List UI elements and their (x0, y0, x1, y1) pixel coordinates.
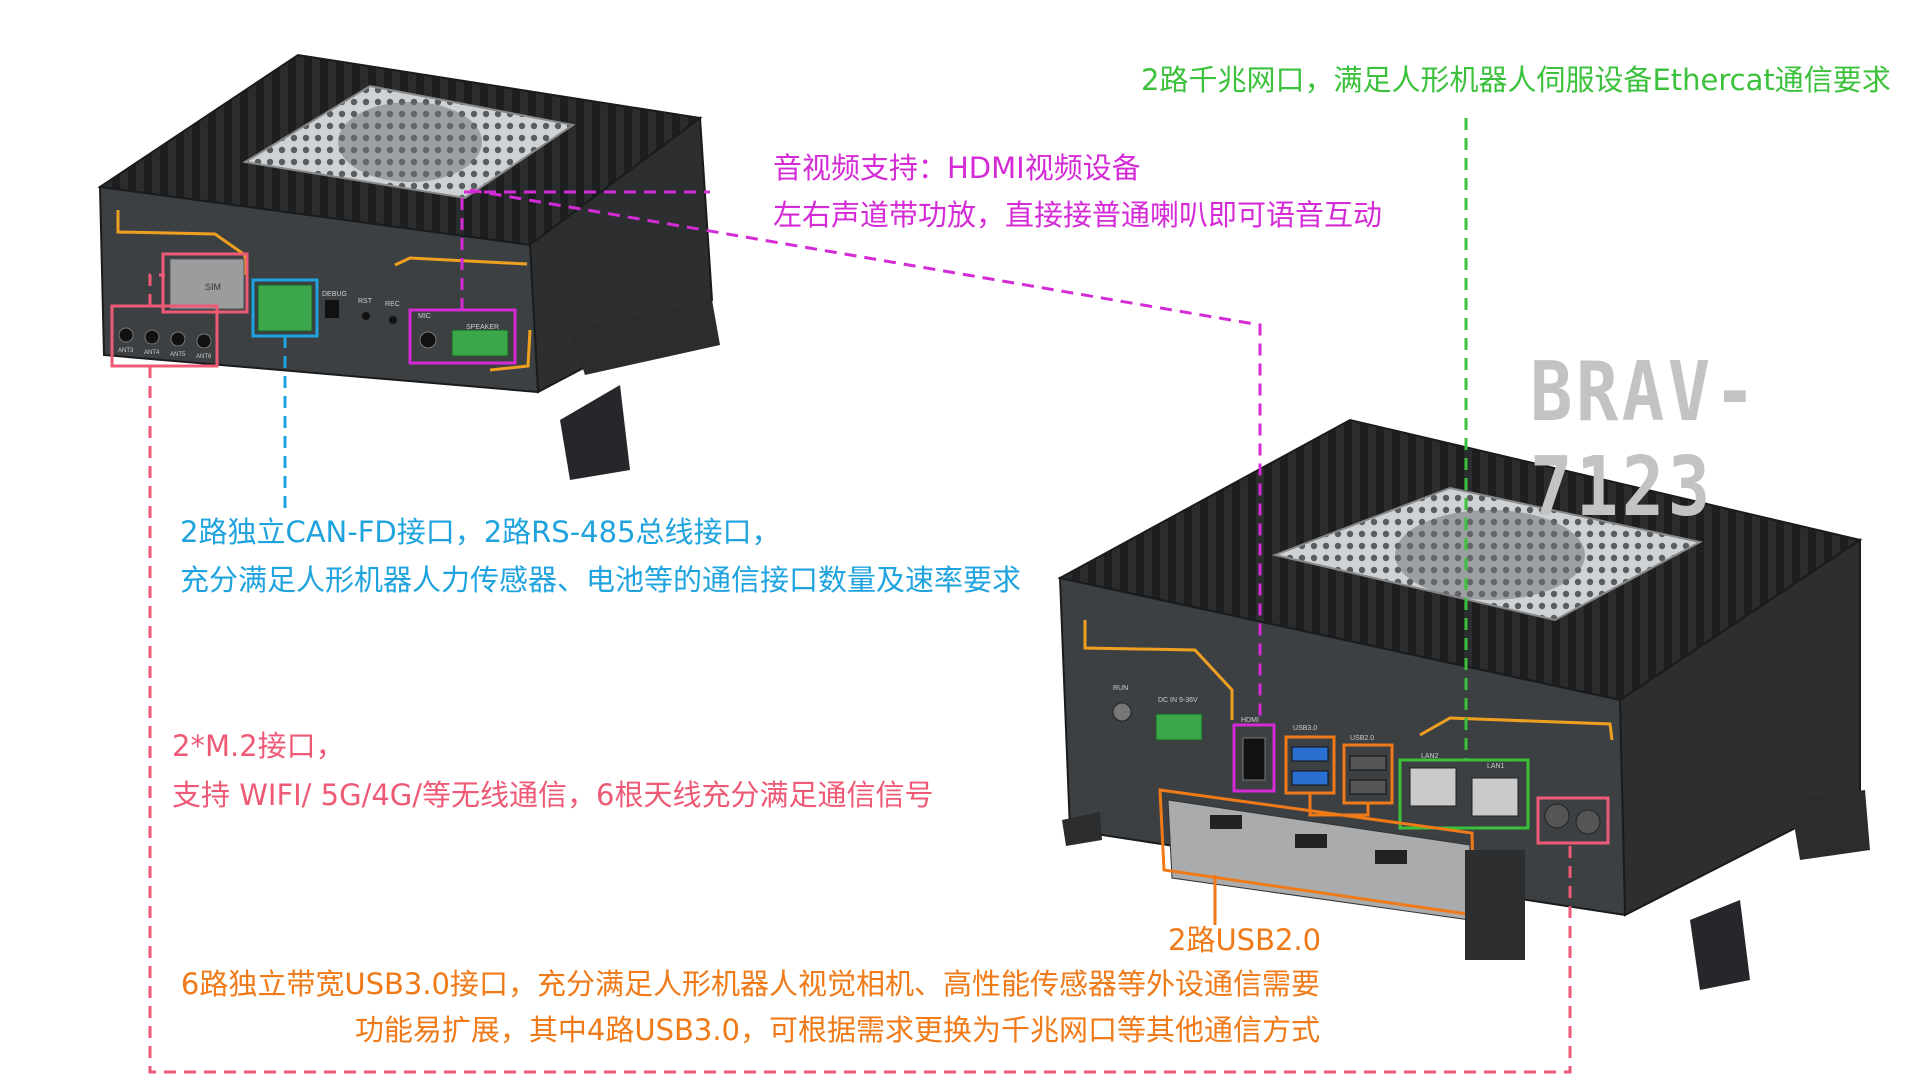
highlight-sim (161, 252, 249, 314)
hdmi-port (1242, 737, 1266, 781)
mic-jack (419, 331, 437, 349)
device-top-left: SIM DEBUG RST REC MIC SPEAKER ANT3 ANT4 … (97, 53, 720, 480)
usb2-annotation: 2路USB2.0 (1168, 923, 1322, 957)
dc-in-terminal (1155, 713, 1203, 741)
rst-label: RST (358, 298, 373, 305)
device1-trim (116, 210, 247, 275)
usb20-label: USB2.0 (1350, 735, 1374, 742)
rec-indicator (389, 316, 397, 324)
sim-slot (169, 258, 245, 310)
speaker-label: SPEAKER (466, 324, 499, 331)
usb3-port (1291, 746, 1329, 762)
can-rs485-terminal (257, 284, 313, 332)
ant4-label: ANT4 (144, 350, 160, 356)
ant5-label: ANT5 (170, 352, 186, 358)
callout-line-usb2 (1308, 793, 1370, 817)
callout-line-audio (460, 190, 710, 310)
ant6-label: ANT6 (196, 354, 212, 360)
rec-label: REC (385, 301, 400, 308)
callout-line-antennas (148, 366, 1572, 1074)
device2-trim (1419, 716, 1614, 741)
device1-trim (489, 329, 532, 372)
antenna-port (1544, 803, 1570, 829)
usb3-annotation-line2: 功能易扩展，其中4路USB3.0，可根据需求更换为千兆网口等其他通信方式 (354, 1013, 1320, 1047)
device2-mount-foot (1690, 900, 1750, 990)
m2-annotation-line2: 支持 WIFI/ 5G/4G/等无线通信，6根天线充分满足通信信号 (172, 778, 934, 812)
device2-lower-block (1465, 850, 1525, 960)
audio-annotation-line1: 音视频支持：HDMI视频设备 (773, 151, 1141, 185)
usb3-port (1291, 770, 1329, 786)
ethernet-annotation: 2路千兆网口，满足人形机器人伺服设备Ethercat通信要求 (1141, 63, 1891, 97)
usb-port-lower (1210, 815, 1242, 829)
lan2-port (1409, 767, 1457, 807)
callout-line-sim (148, 273, 165, 306)
debug-port (325, 300, 339, 318)
callout-line-hdmi (469, 188, 1262, 725)
ant3-label: ANT3 (118, 348, 134, 354)
lan1-port (1471, 777, 1519, 817)
usb2-port (1349, 755, 1387, 771)
dc-in-label: DC IN 9-36V (1158, 697, 1198, 704)
usb2-port (1349, 779, 1387, 795)
run-button (1112, 702, 1132, 722)
antenna-port (1575, 809, 1601, 835)
antenna-ports: ANT3 ANT4 ANT5 ANT6 (118, 327, 212, 360)
device1-mount-foot (570, 300, 720, 375)
m2-annotation-line1: 2*M.2接口， (172, 729, 345, 763)
highlight-hdmi (1232, 723, 1276, 793)
callout-lines (148, 118, 1572, 1074)
can-annotation-line1: 2路独立CAN-FD接口，2路RS-485总线接口， (180, 515, 781, 549)
usb-port-lower (1375, 850, 1407, 864)
lan1-label: LAN1 (1487, 763, 1505, 770)
speaker-terminal (451, 329, 509, 357)
can-annotation-line2: 充分满足人形机器人力传感器、电池等的通信接口数量及速率要求 (180, 563, 1022, 597)
usb-port-lower (1295, 834, 1327, 848)
run-label: RUN (1113, 685, 1128, 692)
hdmi-label: HDMI (1241, 717, 1259, 724)
debug-label: DEBUG (322, 291, 347, 298)
usb30-label: USB3.0 (1293, 725, 1317, 732)
rst-button (362, 312, 370, 320)
lan2-label: LAN2 (1421, 753, 1439, 760)
highlight-lan (1398, 758, 1530, 830)
device1-trim (394, 256, 528, 267)
device2-mount-foot (1790, 790, 1870, 860)
device2-trim (1083, 620, 1234, 720)
device2-mount-foot (1062, 812, 1102, 846)
mic-label: MIC (418, 313, 431, 320)
model-name: BRAV-7123 (1530, 345, 1760, 535)
usb3-annotation-line1: 6路独立带宽USB3.0接口，充分满足人形机器人视觉相机、高性能传感器等外设通信… (180, 967, 1320, 1001)
highlight-antennas (1536, 796, 1610, 845)
sim-label: SIM (205, 282, 221, 292)
device1-mount-foot (560, 385, 630, 480)
audio-annotation-line2: 左右声道带功放，直接接普通喇叭即可语音互动 (773, 198, 1383, 232)
